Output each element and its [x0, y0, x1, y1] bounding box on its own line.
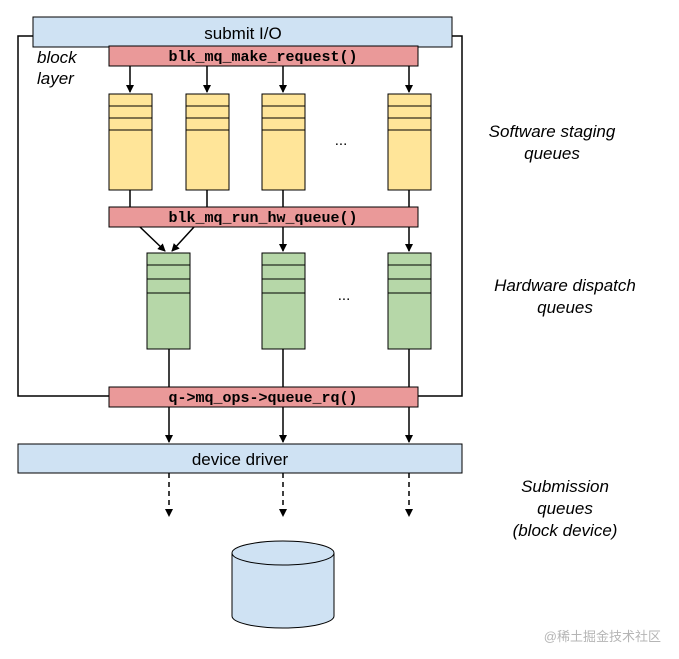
hardware-queues-label-line-2: queues: [537, 298, 593, 317]
arrow-to-hw-queue-1a: [139, 226, 166, 252]
hardware-queue-2: [261, 252, 306, 350]
make-request-box: [108, 45, 419, 67]
watermark: @稀土掘金技术社区: [544, 629, 661, 644]
run-hw-queue-label: blk_mq_run_hw_queue(): [168, 210, 357, 227]
run-hw-queue-box: [108, 206, 419, 228]
submission-queues-label-line-2: queues: [537, 499, 593, 518]
software-queue-ellipsis: ...: [335, 132, 348, 149]
queue-rq-box: [108, 386, 419, 408]
arrow-to-hw-queue-1b: [171, 226, 195, 252]
device-driver-box: [17, 443, 463, 474]
submit-io-label: submit I/O: [204, 24, 281, 43]
block-layer-outline: [17, 35, 463, 397]
hardware-queue-ellipsis: ...: [338, 287, 351, 304]
hardware-queue-3: [387, 252, 432, 350]
software-queue-2: [185, 93, 230, 191]
software-queue-3: [261, 93, 306, 191]
device-driver-label: device driver: [192, 450, 289, 469]
software-queues-label-line-1: Software staging: [489, 122, 616, 141]
submit-io-box: [32, 16, 453, 48]
queue-rq-label: q->mq_ops->queue_rq(): [168, 390, 357, 407]
block-device-cylinder: [231, 540, 335, 629]
software-queue-1: [108, 93, 153, 191]
software-queues-label-line-2: queues: [524, 144, 580, 163]
software-queue-4: [387, 93, 432, 191]
hardware-queues-label-line-1: Hardware dispatch: [494, 276, 636, 295]
submission-queues-label-line-1: Submission: [521, 477, 609, 496]
block-layer-label-line-2: layer: [37, 69, 75, 88]
submission-queues-label-line-3: (block device): [513, 521, 618, 540]
hardware-queue-1: [146, 252, 191, 350]
make-request-label: blk_mq_make_request(): [168, 49, 357, 66]
block-layer-label-line-1: block: [37, 48, 78, 67]
